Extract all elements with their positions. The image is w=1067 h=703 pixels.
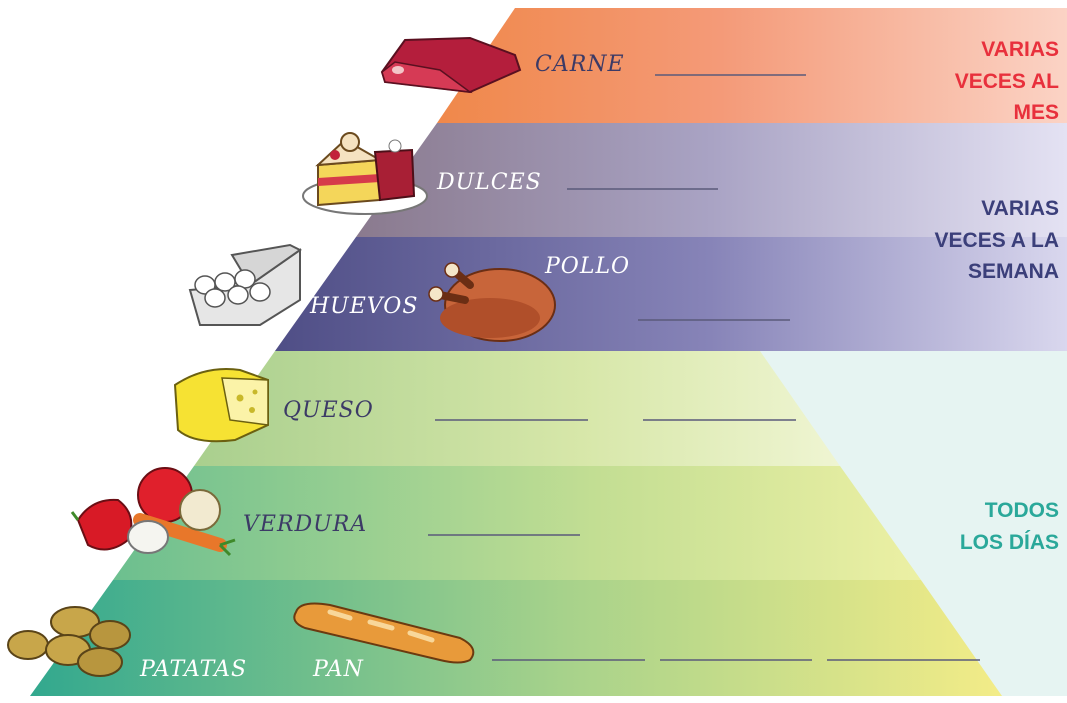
label-dulces: DULCES [437,170,542,195]
potatoes-icon [7,606,131,677]
bread-icon [293,602,475,664]
frequency-line: TODOS [984,499,1059,522]
label-verdura: VERDURA [243,512,368,537]
cake-icon [302,132,428,215]
vegetables-icon [70,467,236,557]
label-pollo: POLLO [545,254,631,279]
frequency-line: MES [1013,101,1059,124]
meat-icon [380,36,522,94]
roast-chicken-icon [428,262,556,342]
pyramid-level-2 [356,123,1067,237]
frequency-line: VARIAS [981,197,1059,220]
frequency-daily: TODOS LOS DÍAS [960,495,1059,558]
pyramid-level-5 [113,466,921,580]
frequency-line: LOS DÍAS [959,530,1059,554]
eggs-icon [188,243,302,326]
label-huevos: HUEVOS [310,294,419,319]
frequency-monthly: VARIAS VECES AL MES [955,34,1059,129]
pyramid-level-6 [30,580,1002,696]
frequency-line: VECES A LA [934,228,1059,252]
label-pan: PAN [313,657,364,682]
frequency-line: VECES AL [954,69,1059,93]
label-queso: QUESO [283,398,374,423]
frequency-weekly: VARIAS VECES A LA SEMANA [935,193,1059,288]
cheese-icon [173,368,269,443]
frequency-line: SEMANA [967,260,1059,283]
label-carne: CARNE [535,52,625,77]
frequency-line: VARIAS [981,38,1059,61]
label-patatas: PATATAS [140,657,248,682]
pyramid-level-1 [437,8,1067,123]
pyramid-level-4 [194,351,840,466]
